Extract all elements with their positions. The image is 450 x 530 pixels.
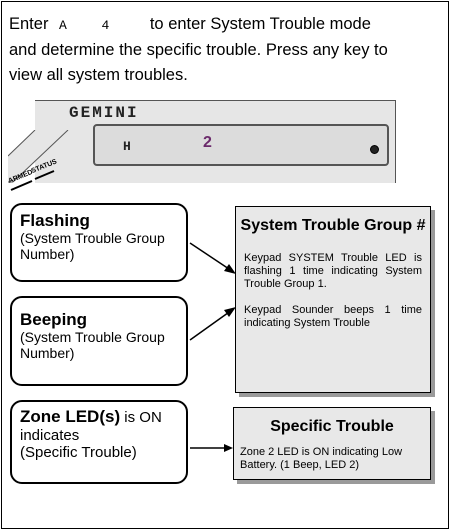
specific-text: Zone 2 LED is ON indicating Low Battery.… <box>240 446 403 471</box>
system-trouble-group-box: System Trouble Group # Keypad SYSTEM Tro… <box>235 206 431 393</box>
display-indicator-icon <box>370 145 379 154</box>
flashing-arrow-head-icon <box>224 264 236 274</box>
keypad-brand: GEMINI <box>69 104 139 122</box>
beeping-subtitle: (System Trouble Group Number) <box>20 329 165 361</box>
beeping-arrow <box>189 309 233 341</box>
specific-title: Specific Trouble <box>270 418 394 435</box>
display-letter: H <box>123 139 131 154</box>
beeping-title: Beeping <box>20 310 88 329</box>
enter-word: Enter <box>9 15 49 33</box>
flashing-title: Flashing <box>20 211 90 230</box>
beeping-arrow-head-icon <box>224 307 236 317</box>
group-title: System Trouble Group # <box>240 217 426 234</box>
group-beeping-text: Keypad Sounder beeps 1 time indicating S… <box>244 304 422 329</box>
flashing-arrow <box>189 242 233 272</box>
zone-led-heading: Zone LED(s) is ON <box>20 407 178 427</box>
instruction-line-1: Enter A 4 to enter System Trouble mode <box>9 12 445 38</box>
flashing-box: Flashing (System Trouble Group Number) <box>10 203 188 282</box>
zone-arrow-head-icon <box>224 444 233 452</box>
flashing-subtitle: (System Trouble Group Number) <box>20 230 165 262</box>
instruction-line-2: and determine the specific trouble. Pres… <box>9 41 388 59</box>
display-number: 2 <box>203 134 212 151</box>
zone-led-indicates: indicates <box>20 427 80 444</box>
instruction-line-1-rest: to enter System Trouble mode <box>149 15 371 33</box>
keypad-display: H 2 <box>93 124 389 166</box>
specific-trouble-box: Specific Trouble Zone 2 LED is ON indica… <box>233 407 431 480</box>
instruction-line-3: view all system troubles. <box>9 66 188 84</box>
zone-led-title: Zone LED(s) <box>20 407 121 426</box>
zone-led-on: is ON <box>120 409 162 426</box>
instruction-text: Enter A 4 to enter System Trouble mode a… <box>9 12 445 88</box>
keypad-corner-edge <box>8 130 69 191</box>
key-a: A <box>59 18 67 33</box>
zone-led-box: Zone LED(s) is ON indicates (Specific Tr… <box>10 400 188 484</box>
group-flashing-text: Keypad SYSTEM Trouble LED is flashing 1 … <box>244 252 422 290</box>
zone-led-subtitle: (Specific Trouble) <box>20 444 137 461</box>
key-4: 4 <box>101 18 110 33</box>
beeping-box: Beeping (System Trouble Group Number) <box>10 296 188 386</box>
keypad-illustration: GEMINI H 2 <box>35 100 396 183</box>
